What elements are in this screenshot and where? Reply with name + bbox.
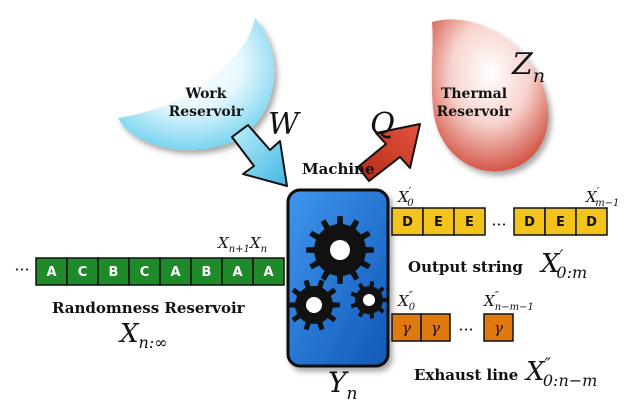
gear-cluster <box>288 216 388 331</box>
output-var-label: X′0:m <box>539 247 587 282</box>
output-cell-text: D <box>524 215 535 230</box>
thermal-reservoir-label-2: Reservoir <box>437 104 512 120</box>
randomness-cell-text: C <box>78 265 88 280</box>
randomness-cell: C <box>66 257 99 286</box>
exhaust-cell: γ <box>420 313 451 342</box>
work-reservoir-shape <box>118 18 275 150</box>
randomness-cell: A <box>221 257 254 286</box>
randomness-cell-box <box>128 257 161 286</box>
thermal-reservoir: Thermal Reservoir Zn <box>431 19 549 172</box>
machine: Yn <box>286 188 390 404</box>
exhaust-last-label: X″n−m−1 <box>483 289 534 313</box>
work-reservoir-label-2: Reservoir <box>169 104 244 120</box>
work-symbol: W <box>268 107 301 142</box>
output-cell: E <box>544 207 577 236</box>
thermal-state-label: Zn <box>511 47 545 87</box>
randomness-cell: B <box>97 257 130 286</box>
heat-symbol: Q <box>370 107 395 142</box>
large-gear-icon-hole <box>330 240 350 260</box>
randomness-cell-text: A <box>232 265 242 280</box>
output-cell: D <box>513 207 546 236</box>
work-reservoir: Work Reservoir <box>118 18 275 150</box>
exhaust-var-label: X″0:n−m <box>524 355 597 390</box>
exhaust-line: X″0 X″n−m−1 γ γ γ ··· Exhaust line X″0:n−m <box>391 289 597 390</box>
small-gear-icon-hole <box>363 294 375 306</box>
output-cell-text: D <box>402 215 413 230</box>
exhaust-ellipsis: ··· <box>458 320 473 339</box>
randomness-cell-text: A <box>46 265 56 280</box>
output-first-label: X′0 <box>397 185 414 209</box>
exhaust-cell-text: γ <box>494 319 503 337</box>
exhaust-line-label: Exhaust line <box>414 366 518 384</box>
randomness-cell-box <box>97 257 130 286</box>
work-arrow-shape <box>231 124 288 187</box>
randomness-cell-box <box>252 257 285 286</box>
randomness-cell: A <box>252 257 285 286</box>
randomness-cell-text: A <box>170 265 180 280</box>
exhaust-cell: γ <box>483 313 514 342</box>
small-gear-icon <box>350 281 388 319</box>
output-cell-box <box>391 207 424 236</box>
thermal-reservoir-label-1: Thermal <box>441 86 507 102</box>
output-string-label: Output string <box>408 258 523 276</box>
randomness-top-labels: Xn+1Xn <box>217 234 267 255</box>
randomness-cell-text: B <box>109 265 119 280</box>
output-cell: D <box>575 207 608 236</box>
large-gear-icon <box>306 216 374 284</box>
output-cell-box <box>575 207 608 236</box>
exhaust-first-label: X″0 <box>397 289 416 313</box>
work-reservoir-label-1: Work <box>185 86 227 102</box>
output-cell-box <box>513 207 546 236</box>
thermal-reservoir-shape <box>431 19 549 172</box>
output-string: X′0 X′m−1 D E E D E D ··· Output string X′0:m <box>391 185 619 282</box>
randomness-cell: A <box>35 257 68 286</box>
output-cell-box <box>453 207 486 236</box>
output-cell: E <box>422 207 455 236</box>
work-arrow: W <box>231 107 301 187</box>
heat-arrow: Q <box>357 107 421 182</box>
randomness-cell-text: B <box>202 265 212 280</box>
randomness-cell-box <box>35 257 68 286</box>
exhaust-cell-box <box>420 313 451 342</box>
output-last-label: X′m−1 <box>585 185 619 209</box>
randomness-reservoir-label: Randomness Reservoir <box>52 299 246 317</box>
randomness-cell-text: A <box>263 265 273 280</box>
randomness-var-label: Xn:∞ <box>118 319 168 352</box>
output-cell-text: E <box>465 215 474 230</box>
medium-gear-icon <box>288 279 340 331</box>
machine-label: Machine <box>302 160 375 178</box>
output-ellipsis: ··· <box>491 215 506 234</box>
medium-gear-icon-hole <box>306 297 322 313</box>
machine-state-label: Yn <box>328 366 357 404</box>
exhaust-cell-text: γ <box>402 319 411 337</box>
output-cell: E <box>453 207 486 236</box>
randomness-ellipsis: ··· <box>14 260 29 279</box>
exhaust-cell-box <box>483 313 514 342</box>
randomness-cell-box <box>66 257 99 286</box>
exhaust-cell-text: γ <box>431 319 440 337</box>
output-cell: D <box>391 207 424 236</box>
exhaust-cell: γ <box>391 313 422 342</box>
randomness-reservoir: ··· A C B C A B A A Xn+1Xn Randomness Reservoir… <box>14 234 285 352</box>
heat-arrow-shape <box>357 123 421 182</box>
randomness-cell: B <box>190 257 223 286</box>
output-cell-text: E <box>434 215 443 230</box>
randomness-cell: C <box>128 257 161 286</box>
randomness-cell: A <box>159 257 192 286</box>
output-cell-box <box>422 207 455 236</box>
output-cell-text: D <box>586 215 597 230</box>
output-cell-text: E <box>556 215 565 230</box>
output-cell-box <box>544 207 577 236</box>
randomness-cell-text: C <box>140 265 150 280</box>
